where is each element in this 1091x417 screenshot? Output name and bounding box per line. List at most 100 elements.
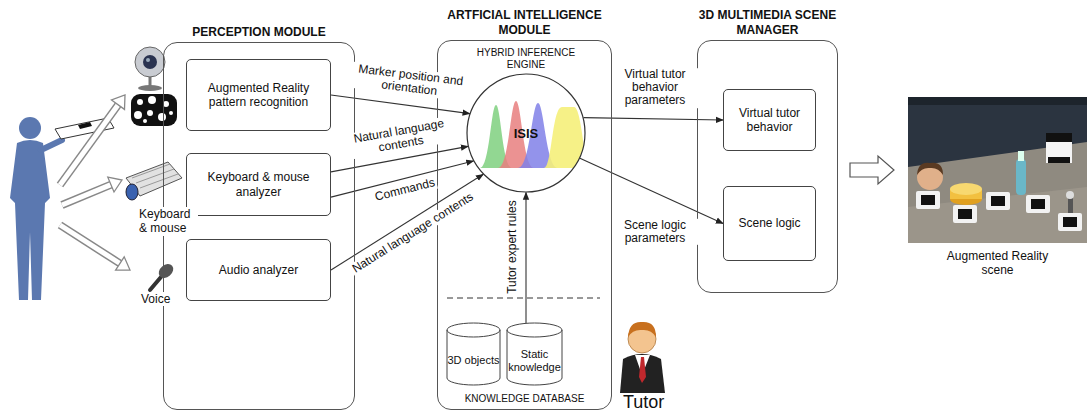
connector-arrow <box>525 193 526 324</box>
input-arrows <box>60 105 118 185</box>
keyboard-icon <box>126 184 138 200</box>
edge-label: Marker position and orientation <box>351 62 469 102</box>
scene-picture: Augmented Reality scene <box>908 97 1087 243</box>
user-figure <box>41 140 62 150</box>
edge-label: Natural language contents <box>344 116 456 161</box>
marker-pattern <box>137 99 143 105</box>
edge-label: Commands <box>372 176 439 205</box>
webcam-icon <box>143 55 157 69</box>
input-arrows <box>60 225 120 264</box>
keyboard-icon <box>132 164 178 188</box>
database-label: 3D objects <box>448 354 500 367</box>
distribution-curves <box>480 101 590 168</box>
input-arrows <box>60 95 130 270</box>
ar-scene-picture <box>908 97 1087 243</box>
ar-scene-picture <box>958 209 972 219</box>
block-arrow <box>850 156 894 184</box>
user-figure <box>78 122 92 129</box>
ar-scene-picture <box>908 187 1087 243</box>
process-box: Scene logic <box>723 186 816 261</box>
ar-scene-picture <box>1068 197 1073 213</box>
ar-scene-picture <box>1046 133 1072 142</box>
text-label: Voice <box>140 292 171 306</box>
tutor-icon <box>615 315 670 393</box>
input-arrows <box>116 257 130 270</box>
ar-scene-picture <box>1046 133 1072 163</box>
ar-scene-picture <box>908 97 1087 243</box>
marker-pattern <box>134 111 142 119</box>
marker-pattern <box>147 110 153 116</box>
inference-circle: HYBRID INFERENCE ENGINEISIS <box>466 73 586 193</box>
user-figure <box>10 117 114 300</box>
keyboard-icon <box>126 162 182 200</box>
database-label: Static knowledge <box>506 348 563 373</box>
process-box: Audio analyzer <box>186 239 331 301</box>
microphone-icon <box>150 277 161 290</box>
input-arrows <box>112 95 126 109</box>
ar-scene-picture <box>916 191 940 209</box>
edge-label: Scene logic parameters <box>612 219 698 245</box>
box-label: Audio analyzer <box>219 263 298 277</box>
ar-scene-picture <box>1031 199 1045 209</box>
ar-scene-picture <box>1048 157 1070 163</box>
text-label: Tutor <box>622 393 665 411</box>
database-cylinder: Static knowledge <box>506 323 563 386</box>
engine-heading: HYBRID INFERENCE ENGINE <box>466 47 586 71</box>
engine-name: ISIS <box>514 126 539 141</box>
box-label: Virtual tutor behavior <box>730 106 809 135</box>
cylinder-body <box>447 323 500 385</box>
input-arrows <box>108 177 122 192</box>
ar-scene-picture <box>1058 213 1082 231</box>
user-figure <box>19 117 41 139</box>
marker-pattern <box>143 119 147 123</box>
ar-scene-picture <box>1063 217 1077 227</box>
input-arrows <box>62 185 111 205</box>
ar-scene-picture <box>953 205 977 223</box>
module-heading: PERCEPTION MODULE <box>149 25 369 39</box>
edge-label: Virtual tutor behavior parameters <box>612 68 698 108</box>
box-label: Keyboard & mouse analyzer <box>193 170 324 199</box>
module-heading: ARTFICIAL INTELLIGENCE MODULE <box>423 8 626 37</box>
marker-pattern <box>131 94 177 126</box>
marker-pattern <box>158 113 166 121</box>
tutor-icon <box>639 357 646 383</box>
microphone-icon <box>156 261 176 280</box>
ar-scene-picture <box>917 163 943 175</box>
connector-arrow <box>580 158 723 223</box>
ar-scene-picture <box>921 195 935 205</box>
ar-scene-picture <box>1066 191 1074 199</box>
ar-scene-picture <box>950 183 982 195</box>
cylinder-body <box>507 323 562 385</box>
ar-scene-picture <box>991 196 1005 206</box>
connector-arrow <box>331 174 483 270</box>
process-box: Keyboard & mouse analyzer <box>186 153 331 216</box>
ar-scene-picture <box>1016 159 1026 195</box>
marker-pattern <box>131 94 177 126</box>
cylinder-rim <box>507 330 562 337</box>
process-box: Virtual tutor behavior <box>723 89 816 151</box>
ar-scene-picture <box>986 192 1010 210</box>
tutor-icon <box>620 354 665 393</box>
user-figure <box>10 140 50 300</box>
input-arrows <box>62 185 111 205</box>
ar-scene-picture <box>908 142 1087 243</box>
ar-scene-picture <box>1026 195 1050 213</box>
input-arrows <box>60 105 118 185</box>
box-label: Augmented Reality pattern recognition <box>193 81 324 110</box>
edge-label: Tutor expert rules <box>506 198 519 296</box>
marker-pattern <box>169 111 173 115</box>
webcam-icon <box>146 58 150 62</box>
edge-label: Natural language contents <box>348 189 477 277</box>
database-cylinder: 3D objects <box>446 323 501 386</box>
box-label: Scene logic <box>738 216 800 230</box>
connector-arrow <box>583 118 723 120</box>
text-label: Keyboard & mouse <box>138 207 198 236</box>
process-box: Augmented Reality pattern recognition <box>186 59 331 131</box>
tutor-icon <box>628 322 656 337</box>
picture-caption: Augmented Reality scene <box>908 249 1087 278</box>
webcam-icon <box>135 47 165 91</box>
module-heading: 3D MULTIMEDIA SCENE MANAGER <box>683 8 852 37</box>
ar-scene-picture <box>1018 151 1024 161</box>
ar-scene-picture <box>908 97 1087 105</box>
circle-outline <box>467 74 585 192</box>
